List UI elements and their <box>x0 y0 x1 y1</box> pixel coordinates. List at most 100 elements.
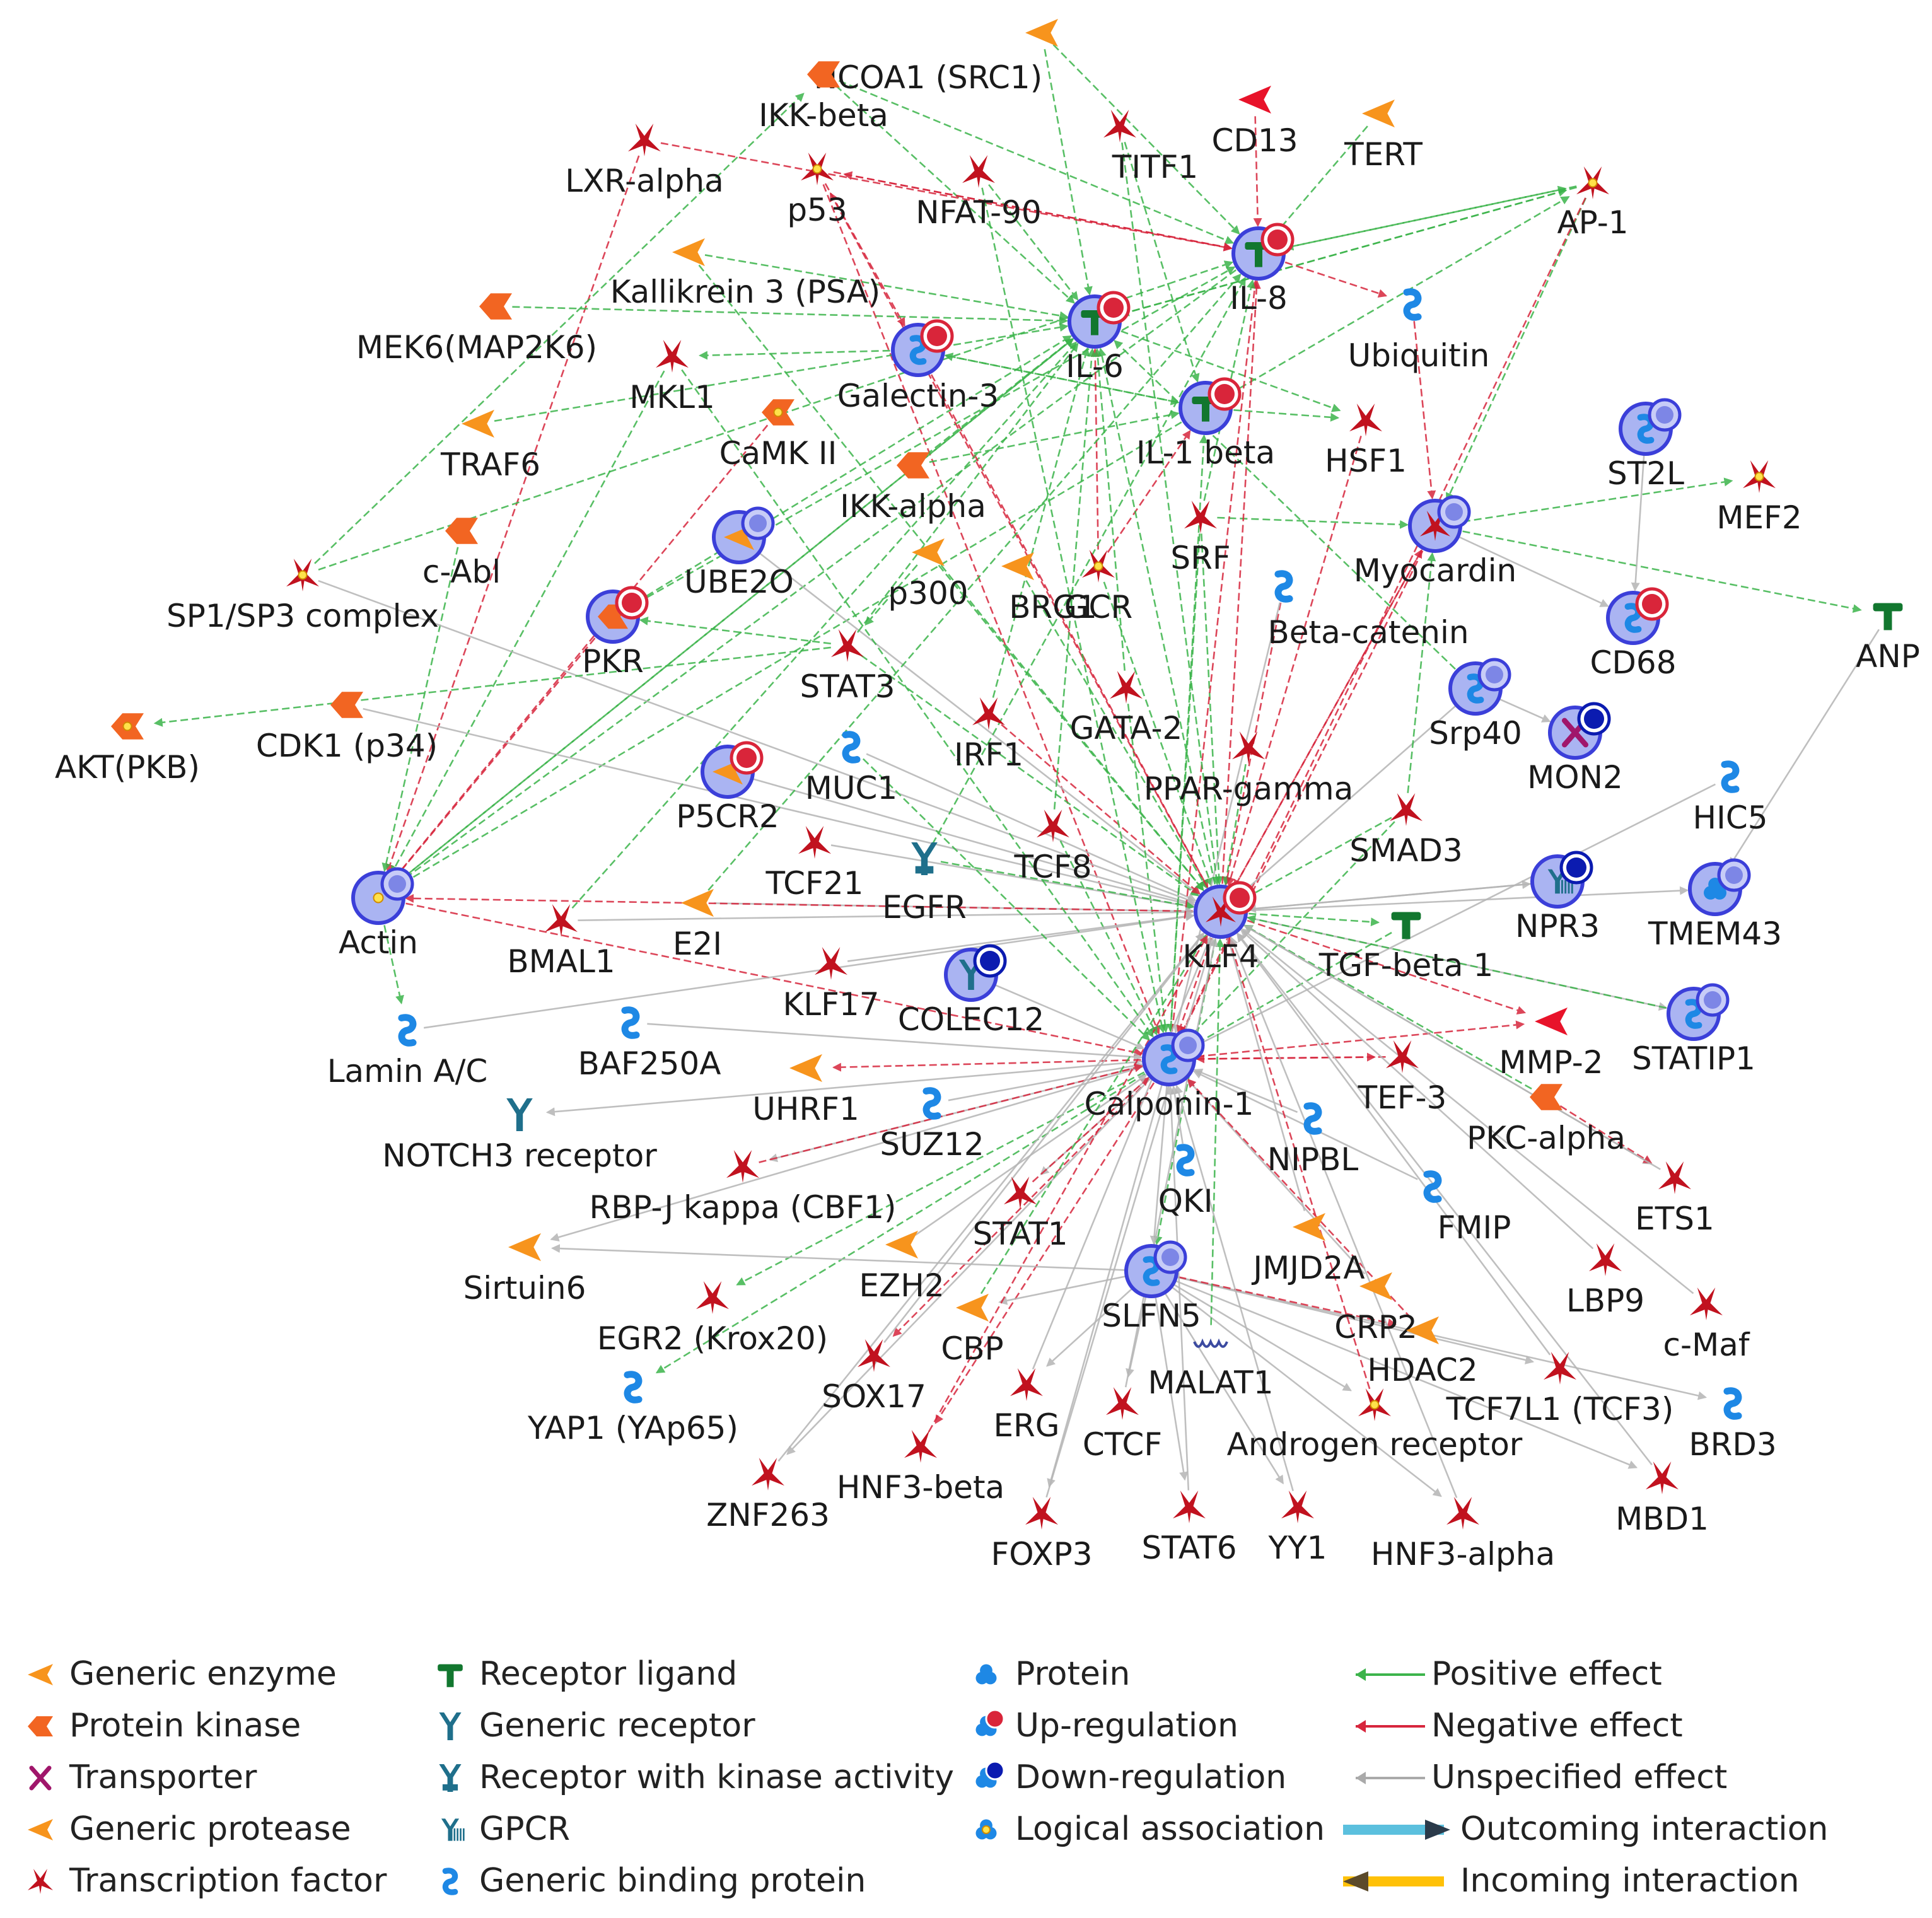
node-znf263[interactable]: ZNF263 <box>706 1458 830 1533</box>
node-stat1[interactable]: STAT1 <box>972 1177 1068 1252</box>
node-smad3[interactable]: SMAD3 <box>1349 793 1463 869</box>
node-traf6[interactable]: TRAF6 <box>440 409 540 483</box>
node-suz12[interactable]: SUZ12 <box>880 1087 984 1163</box>
node-jmjd2a[interactable]: JMJD2A <box>1251 1212 1365 1286</box>
node-stat3[interactable]: STAT3 <box>800 629 895 705</box>
node-ets1[interactable]: ETS1 <box>1635 1161 1714 1237</box>
node-tert[interactable]: TERT <box>1344 99 1423 173</box>
node-yy1[interactable]: YY1 <box>1268 1491 1327 1566</box>
node-cd68[interactable]: CD68 <box>1590 587 1677 681</box>
node-tcf21[interactable]: TCF21 <box>765 826 864 902</box>
node-sox17[interactable]: SOX17 <box>822 1339 926 1415</box>
node-ube2o[interactable]: UBE2O <box>684 506 794 600</box>
node-colec12[interactable]: COLEC12 <box>898 944 1044 1038</box>
node-myocardin[interactable]: Myocardin <box>1354 495 1516 589</box>
node-malat1[interactable]: MALAT1 <box>1148 1338 1274 1401</box>
node-calponin1[interactable]: Calponin-1 <box>1085 1028 1254 1122</box>
node-mek6[interactable]: MEK6(MAP2K6) <box>356 293 597 366</box>
node-hsf1[interactable]: HSF1 <box>1325 404 1407 479</box>
node-foxp3[interactable]: FOXP3 <box>991 1497 1093 1572</box>
node-il1beta[interactable]: IL-1 beta <box>1136 377 1275 471</box>
node-laminac[interactable]: Lamin A/C <box>327 1014 488 1090</box>
node-tmem43[interactable]: TMEM43 <box>1648 858 1782 952</box>
node-egr2[interactable]: EGR2 (Krox20) <box>597 1281 828 1357</box>
node-uhrf1[interactable]: UHRF1 <box>752 1054 859 1127</box>
node-yap1[interactable]: YAP1 (YAp65) <box>527 1371 738 1446</box>
node-stat6[interactable]: STAT6 <box>1141 1491 1237 1566</box>
node-hdac2[interactable]: HDAC2 <box>1367 1316 1478 1388</box>
node-mmp2[interactable]: MMP-2 <box>1499 1007 1603 1081</box>
node-tcf7l1[interactable]: TCF7L1 (TCF3) <box>1446 1352 1674 1427</box>
node-mbd1[interactable]: MBD1 <box>1615 1462 1709 1537</box>
node-nipbl[interactable]: NIPBL <box>1267 1102 1359 1178</box>
node-galectin3[interactable]: Galectin-3 <box>837 319 999 414</box>
node-betacatenin[interactable]: Beta-catenin <box>1267 570 1469 651</box>
node-ikkalpha[interactable]: IKK-alpha <box>840 452 986 525</box>
node-p5cr2[interactable]: P5CR2 <box>676 741 779 835</box>
node-mef2[interactable]: MEF2 <box>1716 460 1802 536</box>
node-p300[interactable]: p300 <box>888 538 969 612</box>
node-lbp9[interactable]: LBP9 <box>1566 1243 1644 1319</box>
node-aktpkb[interactable]: AKT(PKB) <box>55 713 200 786</box>
node-titf1[interactable]: TITF1 <box>1103 110 1198 185</box>
node-brd3[interactable]: BRD3 <box>1689 1387 1777 1463</box>
node-ctcf[interactable]: CTCF <box>1083 1387 1162 1463</box>
node-srf[interactable]: SRF <box>1170 501 1231 576</box>
node-klk3[interactable]: Kallikrein 3 (PSA) <box>610 238 881 310</box>
node-sirtuin6[interactable]: Sirtuin6 <box>463 1233 586 1306</box>
node-e2i[interactable]: E2I <box>673 888 722 962</box>
node-notch3[interactable]: NOTCH3 receptor <box>382 1098 657 1174</box>
node-pparg[interactable]: PPAR-gamma <box>1144 731 1354 807</box>
node-mon2[interactable]: MON2 <box>1527 702 1623 796</box>
node-npr3[interactable]: NPR3 <box>1515 851 1600 944</box>
node-egfr[interactable]: EGFR <box>882 842 967 926</box>
node-mkl1[interactable]: MKL1 <box>629 340 715 416</box>
node-anp[interactable]: ANP <box>1856 603 1920 675</box>
node-il6[interactable]: IL-6 <box>1066 291 1131 385</box>
node-ap1[interactable]: AP-1 <box>1557 166 1629 241</box>
node-st2l[interactable]: ST2L <box>1607 398 1684 492</box>
node-pkcalpha[interactable]: PKC-alpha <box>1467 1084 1626 1156</box>
node-lxralpha[interactable]: LXR-alpha <box>565 124 724 199</box>
node-cmaf[interactable]: c-Maf <box>1663 1287 1750 1363</box>
node-tgfb1[interactable]: TGF-beta 1 <box>1318 912 1494 984</box>
node-irf1[interactable]: IRF1 <box>954 697 1023 773</box>
node-rbpj[interactable]: RBP-J kappa (CBF1) <box>589 1150 897 1226</box>
node-brg1[interactable]: BRG1 <box>1001 552 1097 625</box>
node-gata2[interactable]: GATA-2 <box>1070 671 1183 747</box>
node-hic5[interactable]: HIC5 <box>1692 760 1768 836</box>
node-cabl[interactable]: c-Abl <box>422 518 501 590</box>
node-qki[interactable]: QKI <box>1158 1144 1213 1219</box>
node-slfn5[interactable]: SLFN5 <box>1102 1240 1201 1334</box>
node-cdk1[interactable]: CDK1 (p34) <box>256 692 438 764</box>
node-nfat90[interactable]: NFAT-90 <box>916 155 1042 231</box>
node-gcr[interactable]: GCR <box>1064 550 1132 625</box>
node-erg[interactable]: ERG <box>993 1368 1060 1444</box>
node-srp40[interactable]: Srp40 <box>1429 658 1522 752</box>
node-cd13[interactable]: CD13 <box>1211 85 1298 159</box>
node-ezh2[interactable]: EZH2 <box>859 1230 945 1304</box>
node-klf4[interactable]: KLF4 <box>1182 881 1259 975</box>
node-ncoa1[interactable]: NCOA1 (SRC1) <box>814 18 1058 96</box>
node-camk2[interactable]: CaMK II <box>719 399 837 472</box>
node-ar[interactable]: Androgen receptor <box>1227 1388 1523 1463</box>
node-actin[interactable]: Actin <box>339 867 418 961</box>
node-bmal1[interactable]: BMAL1 <box>507 904 615 980</box>
node-cbp[interactable]: CBP <box>941 1293 1004 1367</box>
node-muc1[interactable]: MUC1 <box>805 731 897 806</box>
node-hnf3alpha[interactable]: HNF3-alpha <box>1371 1497 1555 1572</box>
node-il8[interactable]: IL-8 <box>1230 223 1295 317</box>
node-statip1[interactable]: STATIP1 <box>1632 983 1755 1077</box>
node-p53[interactable]: p53 <box>787 153 847 228</box>
node-tcf8[interactable]: TCF8 <box>1013 810 1092 885</box>
node-baf250a[interactable]: BAF250A <box>578 1006 721 1082</box>
node-hnf3beta[interactable]: HNF3-beta <box>837 1430 1004 1506</box>
node-fmip[interactable]: FMIP <box>1423 1170 1511 1246</box>
node-sp1sp3[interactable]: SP1/SP3 complex <box>166 559 439 634</box>
node-tef3[interactable]: TEF-3 <box>1358 1040 1447 1116</box>
node-pkr[interactable]: PKR <box>582 586 649 680</box>
node-crp2[interactable]: CRP2 <box>1334 1272 1417 1346</box>
node-ikkbeta[interactable]: IKK-beta <box>759 61 888 134</box>
node-klf17[interactable]: KLF17 <box>783 947 880 1023</box>
node-ubiquitin[interactable]: Ubiquitin <box>1348 288 1490 374</box>
